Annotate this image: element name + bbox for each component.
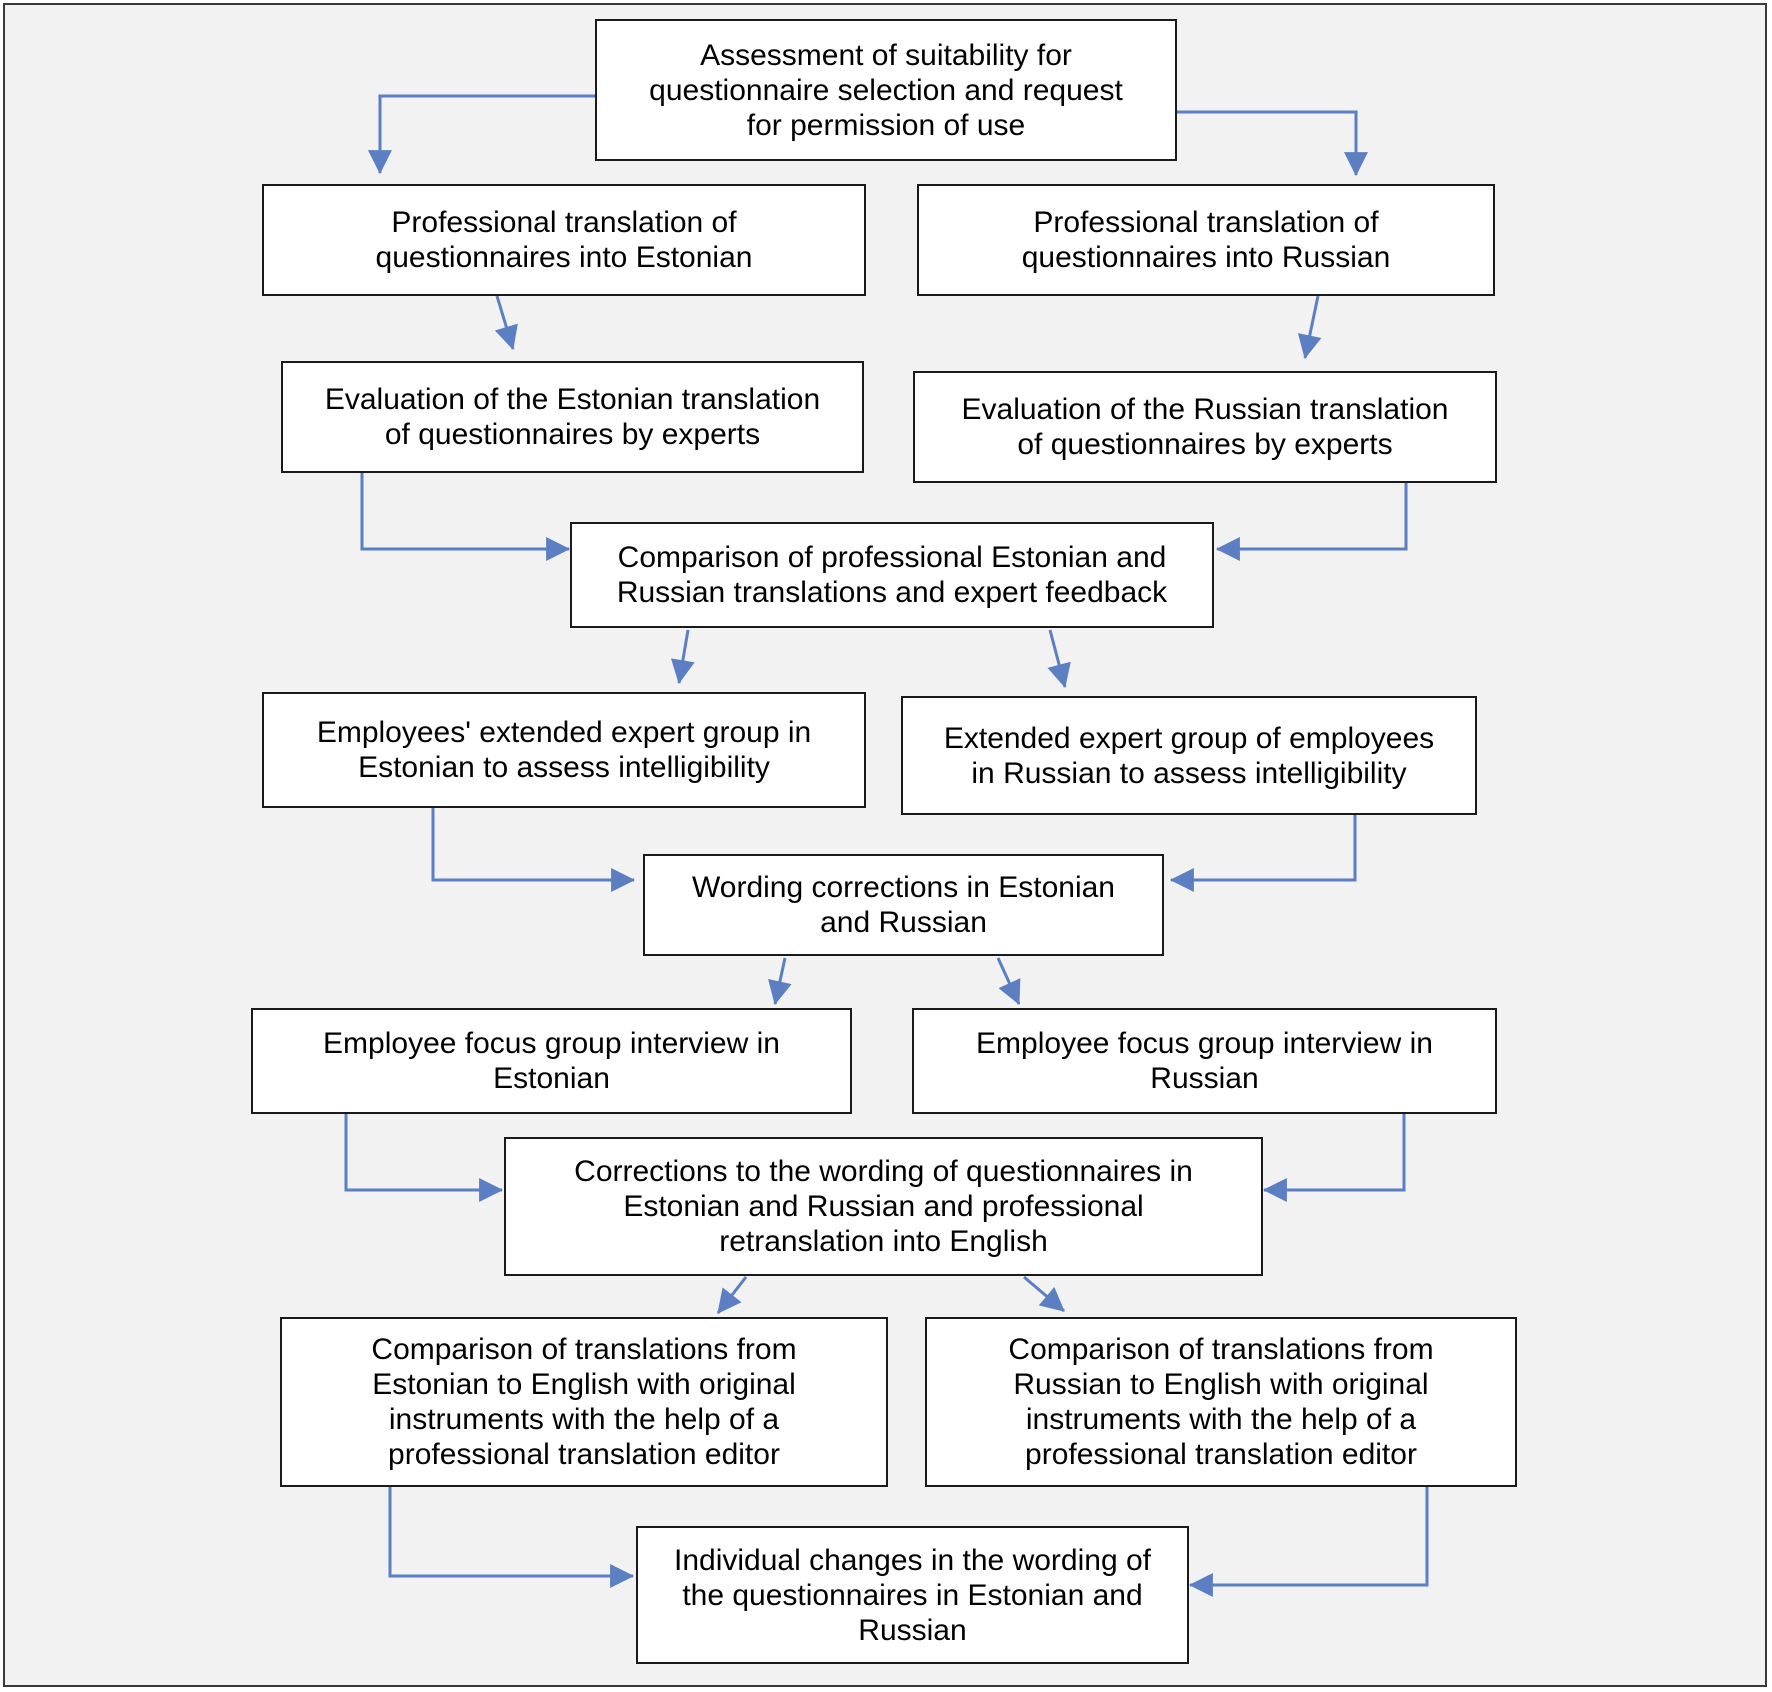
step-expert-group-estonian-text: Employees' extended expert group in Esto… [316, 716, 812, 784]
step-assessment-text: Assessment of suitability for questionna… [649, 38, 1123, 142]
step-wording-corrections-text: Wording corrections in Estonian and Russ… [692, 871, 1115, 939]
step-comparison-russian-english-text: Comparison of translations from Russian … [1008, 1333, 1434, 1471]
arrow-retranslation-to-estonian-comparison [716, 1276, 748, 1314]
step-expert-group-russian-text: Extended expert group of employees in Ru… [943, 721, 1435, 790]
arrow-russian-focus-group-to-retranslation [1262, 1114, 1406, 1202]
step-focus-group-russian: Employee focus group interview in Russia… [912, 1008, 1497, 1114]
step-focus-group-estonian: Employee focus group interview in Estoni… [251, 1008, 852, 1114]
step-comparison-russian-english: Comparison of translations from Russian … [925, 1317, 1517, 1487]
step-translation-estonian-text: Professional translation of questionnair… [375, 206, 753, 274]
arrow-russian-expert-group-to-corrections [1169, 815, 1357, 892]
step-translation-russian-text: Professional translation of questionnair… [1021, 206, 1391, 274]
arrow-estonian-focus-group-to-retranslation [344, 1114, 504, 1203]
arrow-russian-evaluation-to-comparison [1215, 483, 1408, 561]
arrow-comparison-to-russian-expert-group [1047, 629, 1071, 689]
step-evaluation-russian: Evaluation of the Russian translation of… [913, 371, 1497, 483]
arrow-retranslation-to-russian-comparison [1023, 1275, 1065, 1313]
arrow-estonian-evaluation-to-comparison [360, 473, 571, 562]
step-comparison-estonian-english: Comparison of translations from Estonian… [280, 1317, 888, 1487]
step-evaluation-russian-text: Evaluation of the Russian translation of… [961, 393, 1449, 461]
step-translation-estonian: Professional translation of questionnair… [262, 184, 866, 296]
step-expert-group-russian: Extended expert group of employees in Ru… [901, 696, 1477, 815]
arrow-estonian-expert-group-to-corrections [431, 808, 636, 893]
arrow-comparison-to-estonian-expert-group [670, 629, 695, 685]
step-wording-corrections: Wording corrections in Estonian and Russ… [643, 854, 1164, 956]
arrow-russian-translation-to-evaluation [1297, 295, 1322, 360]
step-translation-russian: Professional translation of questionnair… [917, 184, 1495, 296]
step-evaluation-estonian-text: Evaluation of the Estonian translation o… [324, 383, 821, 451]
step-individual-changes-text: Individual changes in the wording of the… [674, 1543, 1151, 1647]
step-focus-group-estonian-text: Employee focus group interview in Estoni… [323, 1027, 780, 1095]
step-evaluation-estonian: Evaluation of the Estonian translation o… [281, 361, 864, 473]
arrow-russian-comparison-to-individual-changes [1188, 1487, 1429, 1597]
step-comparison-estonian-english-text: Comparison of translations from Estonian… [371, 1333, 797, 1471]
arrow-estonian-comparison-to-individual-changes [388, 1487, 635, 1589]
arrow-assessment-to-estonian-translation [367, 94, 595, 175]
step-expert-group-estonian: Employees' extended expert group in Esto… [262, 692, 866, 808]
step-assessment: Assessment of suitability for questionna… [595, 19, 1177, 161]
step-corrections-retranslation: Corrections to the wording of questionna… [504, 1137, 1263, 1276]
arrow-assessment-to-russian-translation [1176, 110, 1368, 177]
step-comparison-feedback-text: Comparison of professional Estonian and … [616, 541, 1168, 609]
arrow-estonian-translation-to-evaluation [494, 295, 518, 351]
step-focus-group-russian-text: Employee focus group interview in Russia… [976, 1027, 1433, 1095]
step-comparison-feedback: Comparison of professional Estonian and … [570, 522, 1214, 628]
step-corrections-retranslation-text: Corrections to the wording of questionna… [574, 1155, 1193, 1258]
step-individual-changes: Individual changes in the wording of the… [636, 1526, 1189, 1664]
arrow-corrections-to-estonian-focus-group [768, 957, 792, 1006]
arrow-corrections-to-russian-focus-group [996, 957, 1021, 1005]
